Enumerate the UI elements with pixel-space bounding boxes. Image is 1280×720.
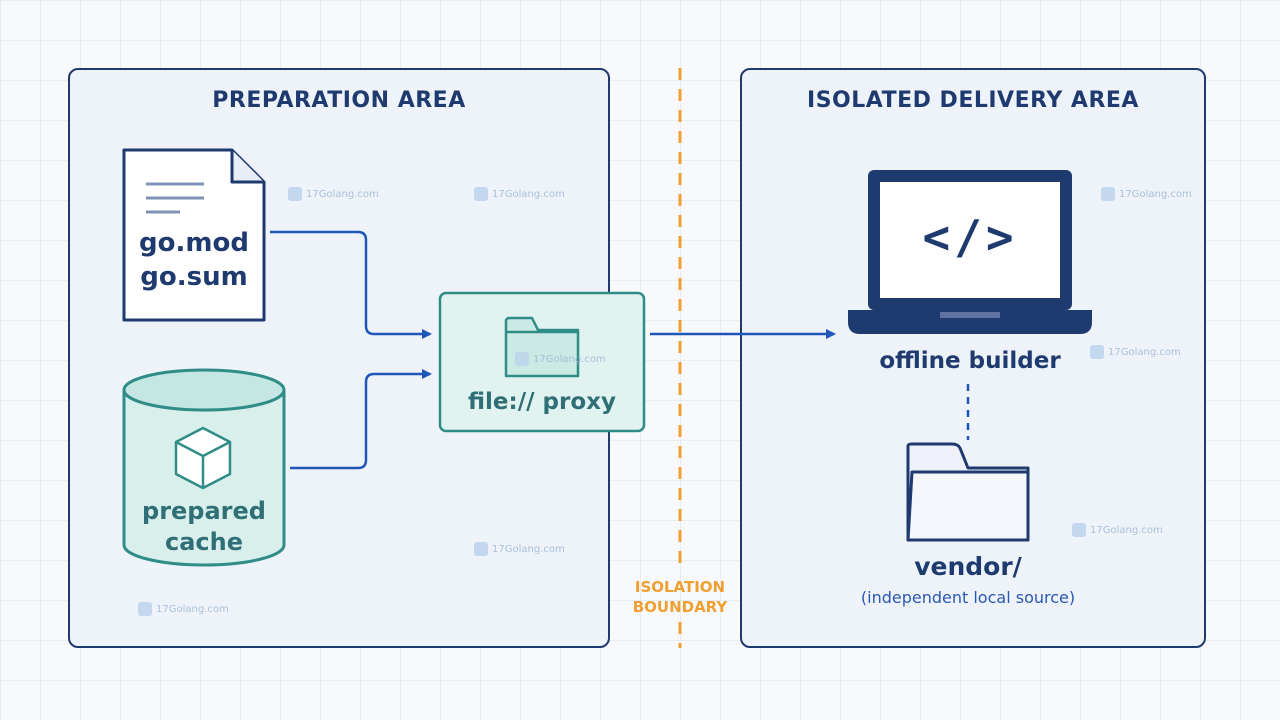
arrow-gomod-to-proxy bbox=[270, 230, 432, 339]
isolation-boundary-label-line2: BOUNDARY bbox=[632, 598, 728, 616]
watermark-logo-icon bbox=[474, 187, 488, 201]
delivery-area-title: ISOLATED DELIVERY AREA bbox=[807, 88, 1139, 113]
gomod-label-line1: go.mod bbox=[139, 228, 249, 258]
package-cube-icon bbox=[174, 426, 232, 490]
cache-label-line2: cache bbox=[164, 528, 243, 556]
vendor-sublabel: (independent local source) bbox=[860, 588, 1076, 607]
builder-code-glyph: </> bbox=[922, 210, 1018, 264]
watermark-text: 17Golang.com bbox=[1090, 524, 1163, 536]
watermark-text: 17Golang.com bbox=[492, 188, 565, 200]
document-icon bbox=[122, 148, 266, 322]
vendor-folder-icon bbox=[906, 442, 1030, 542]
delivery-area-panel bbox=[740, 68, 1206, 648]
watermark: 17Golang.com bbox=[1090, 345, 1181, 359]
gomod-label-line2: go.sum bbox=[140, 262, 248, 292]
watermark-text: 17Golang.com bbox=[492, 543, 565, 555]
watermark-text: 17Golang.com bbox=[306, 188, 379, 200]
watermark-logo-icon bbox=[1101, 187, 1115, 201]
watermark-text: 17Golang.com bbox=[1119, 188, 1192, 200]
watermark-text: 17Golang.com bbox=[156, 603, 229, 615]
watermark-logo-icon bbox=[138, 602, 152, 616]
watermark-logo-icon bbox=[474, 542, 488, 556]
watermark: 17Golang.com bbox=[474, 187, 565, 201]
watermark: 17Golang.com bbox=[138, 602, 229, 616]
cache-label: prepared cache bbox=[124, 496, 284, 558]
watermark-logo-icon bbox=[1072, 523, 1086, 537]
isolation-boundary-label: ISOLATION BOUNDARY bbox=[622, 577, 738, 617]
vendor-label: vendor/ bbox=[914, 552, 1022, 581]
gomod-label: go.mod go.sum bbox=[124, 226, 264, 294]
arrow-cache-to-proxy bbox=[290, 369, 432, 470]
watermark: 17Golang.com bbox=[1101, 187, 1192, 201]
watermark: 17Golang.com bbox=[515, 352, 606, 366]
builder-label: offline builder bbox=[879, 348, 1061, 374]
watermark-logo-icon bbox=[288, 187, 302, 201]
watermark: 17Golang.com bbox=[288, 187, 379, 201]
watermark: 17Golang.com bbox=[474, 542, 565, 556]
isolation-boundary-label-line1: ISOLATION bbox=[634, 578, 726, 596]
proxy-label: file:// proxy bbox=[468, 389, 616, 415]
laptop-icon bbox=[848, 170, 1092, 334]
watermark-text: 17Golang.com bbox=[533, 353, 606, 365]
cache-label-line1: prepared bbox=[142, 497, 266, 525]
watermark-text: 17Golang.com bbox=[1108, 346, 1181, 358]
watermark-logo-icon bbox=[1090, 345, 1104, 359]
preparation-area-title: PREPARATION AREA bbox=[212, 88, 466, 113]
watermark: 17Golang.com bbox=[1072, 523, 1163, 537]
watermark-logo-icon bbox=[515, 352, 529, 366]
